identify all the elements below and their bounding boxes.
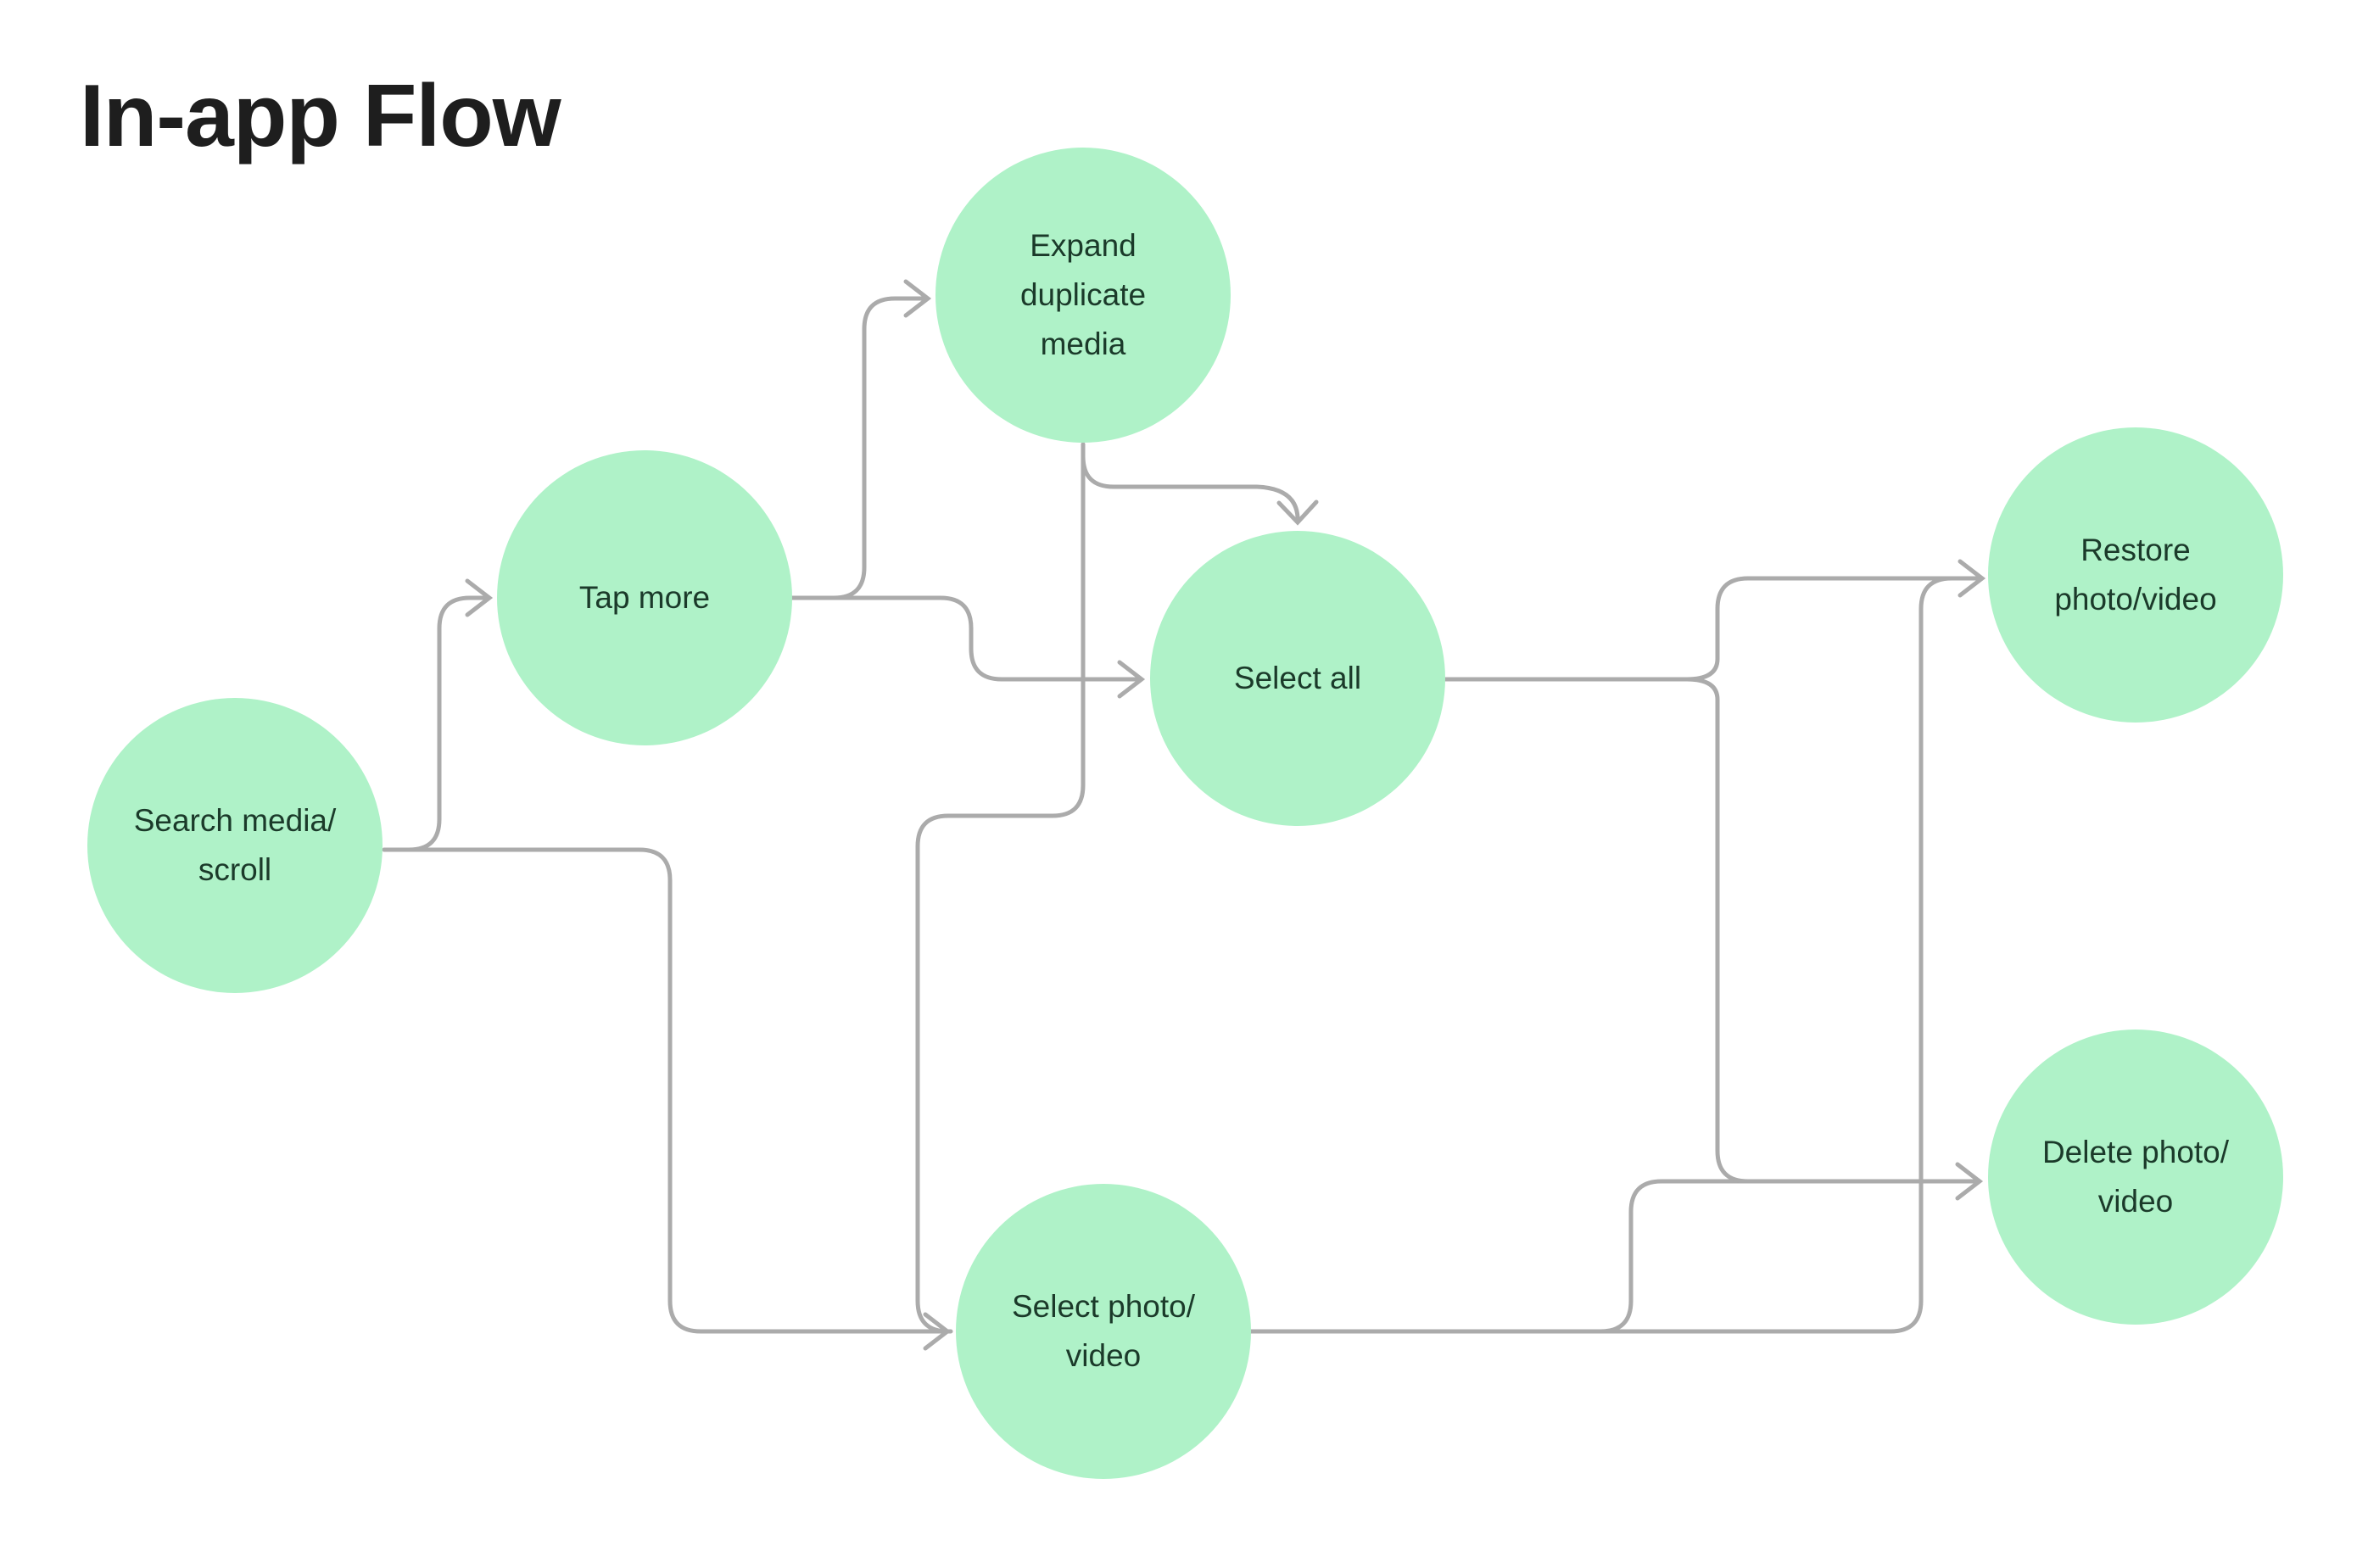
node-label: Search media/ scroll [133,803,337,887]
edge-select-all-to-restore-photo-video [1443,559,1986,682]
arrowhead-right-icon [1958,559,1986,598]
node-expand-duplicate-media[interactable]: Expand duplicate media [935,148,1231,443]
node-label: Restore photo/video [2054,533,2217,617]
edge-tap-more-to-select-all [790,595,1146,699]
node-delete-photo-video[interactable]: Delete photo/ video [1988,1030,2283,1325]
edge-select-photo-video-to-delete-photo-video [1248,1162,1984,1334]
edge-search-to-select-photo-video [382,847,947,1334]
page-title: In-app Flow [80,67,561,165]
edge-expand-duplicate-media-to-select-photo-video [915,442,1086,1351]
arrowhead-right-icon [923,1312,952,1351]
node-label: Expand duplicate media [1019,228,1147,361]
node-select-all[interactable]: Select all [1150,531,1445,826]
node-label: Select all [1233,661,1362,695]
arrowhead-right-icon [1117,660,1146,699]
node-label: Select photo/ video [1012,1289,1195,1373]
node-search-media-scroll[interactable]: Search media/ scroll [87,698,383,993]
edge-expand-duplicate-media-to-select-all [1081,442,1319,526]
node-restore-photo-video[interactable]: Restore photo/video [1988,427,2283,723]
node-label: Delete photo/ video [2041,1135,2230,1219]
arrowhead-down-icon [1276,499,1319,526]
node-select-photo-video[interactable]: Select photo/ video [956,1184,1251,1479]
arrowhead-right-icon [903,279,932,318]
node-label: Tap more [578,580,711,615]
arrowhead-right-icon [1955,1162,1984,1201]
node-tap-more[interactable]: Tap more [497,450,792,745]
edge-tap-more-to-expand-duplicate-media [790,279,932,600]
edge-search-to-tap-more [382,578,494,852]
arrowhead-right-icon [465,578,494,617]
edge-select-all-to-delete-photo-video [1443,677,1980,1184]
